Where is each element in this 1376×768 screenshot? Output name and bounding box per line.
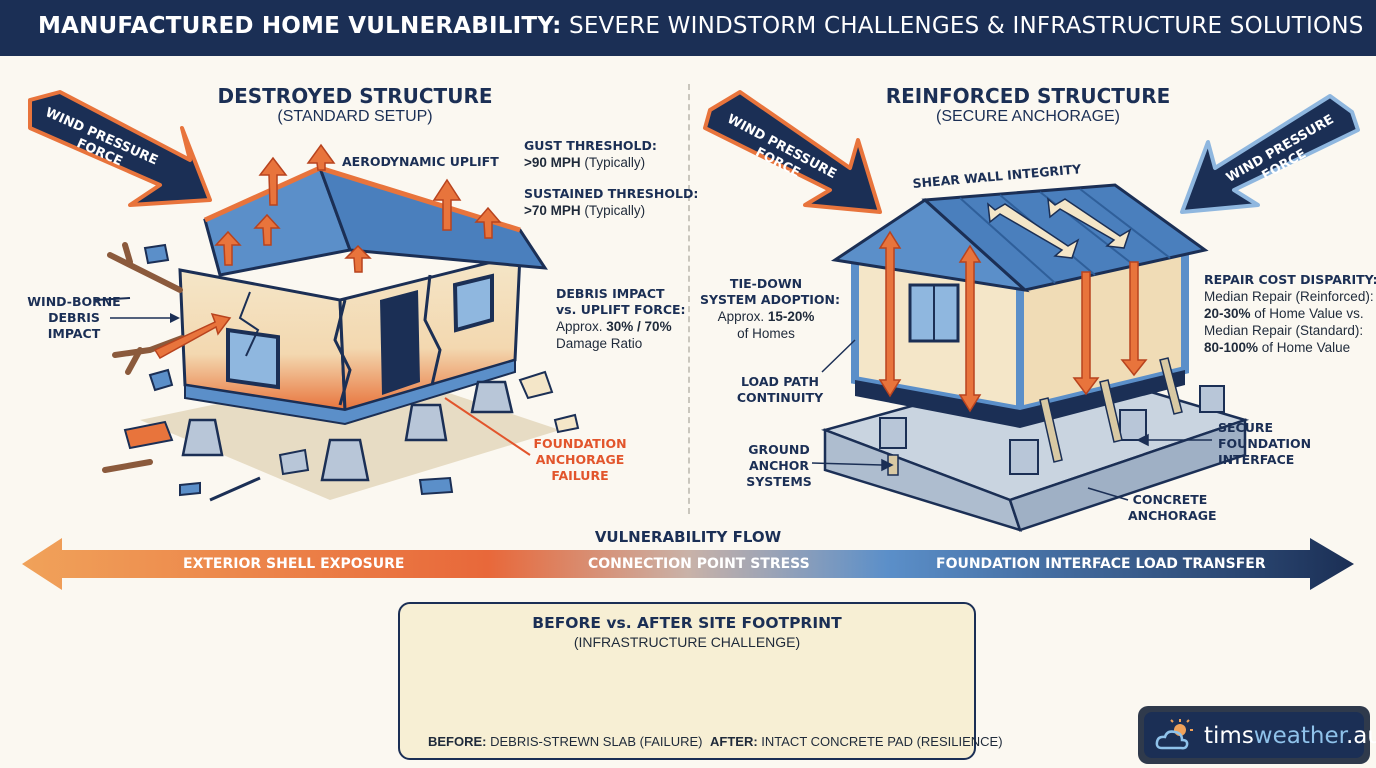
cloud-sun-icon	[1155, 719, 1193, 750]
right-title: REINFORCED STRUCTURE	[885, 84, 1171, 108]
secure-foundation-label: SECURE FOUNDATION INTERFACE	[1218, 420, 1312, 467]
logo-badge: timsweather.au	[1144, 712, 1376, 758]
house-floor-beam	[184, 358, 516, 426]
section-divider	[688, 84, 690, 514]
footprint-subtitle: (INFRASTRUCTURE CHALLENGE)	[573, 634, 801, 650]
vulnerability-flow-arrow	[22, 538, 1354, 590]
side-window	[452, 273, 494, 333]
gust-threshold: GUST THRESHOLD: >90 MPH (Typically)	[524, 138, 657, 170]
foundation-piers	[181, 380, 514, 482]
wind-arrow-right-2: WIND PRESSURE FORCE	[1180, 94, 1360, 214]
after-caption: AFTER: INTACT CONCRETE PAD (RESILIENCE)	[710, 734, 1003, 749]
flow-stage-connection: CONNECTION POINT STRESS	[588, 556, 810, 572]
page-title: MANUFACTURED HOME VULNERABILITY: SEVERE …	[38, 13, 1364, 39]
before-caption: BEFORE: DEBRIS-STREWN SLAB (FAILURE)	[428, 734, 703, 749]
left-title: DESTROYED STRUCTURE	[217, 84, 493, 108]
sustained-threshold: SUSTAINED THRESHOLD: >70 MPH (Typically)	[524, 186, 699, 218]
logo-text: timsweather.au	[1204, 723, 1376, 749]
flow-title: VULNERABILITY FLOW	[594, 528, 782, 546]
debris-impact-arrow	[153, 312, 232, 360]
ground-anchor-label: GROUND ANCHOR SYSTEMS	[746, 442, 812, 489]
flow-stage-foundation: FOUNDATION INTERFACE LOAD TRANSFER	[936, 556, 1266, 572]
wind-arrow-left: WIND PRESSURE FORCE	[28, 90, 212, 207]
uplift-label: AERODYNAMIC UPLIFT	[342, 154, 499, 169]
reinforced-piers	[879, 385, 1225, 475]
repair-cost-disparity: REPAIR COST DISPARITY: Median Repair (Re…	[1204, 272, 1376, 355]
foundation-failure-label: FOUNDATION ANCHORAGE FAILURE	[533, 436, 627, 483]
uplift-arrows	[214, 143, 502, 273]
concrete-anchorage-label: CONCRETE ANCHORAGE	[1128, 492, 1217, 523]
right-subtitle: (SECURE ANCHORAGE)	[935, 108, 1121, 125]
shear-arrows	[987, 197, 1132, 259]
flow-stage-exterior: EXTERIOR SHELL EXPOSURE	[183, 556, 405, 572]
site-footprint-panel: BEFORE vs. AFTER SITE FOOTPRINT (INFRAST…	[398, 602, 1003, 760]
header-bar: MANUFACTURED HOME VULNERABILITY: SEVERE …	[0, 0, 1376, 56]
load-path-arrows	[878, 230, 1148, 413]
left-subtitle: (STANDARD SETUP)	[277, 108, 433, 125]
broken-window	[226, 327, 280, 390]
debris	[94, 243, 580, 502]
debris-vs-uplift: DEBRIS IMPACT vs. UPLIFT FORCE: Approx. …	[556, 286, 686, 351]
tie-down-straps	[887, 357, 1183, 476]
footprint-title: BEFORE vs. AFTER SITE FOOTPRINT	[532, 614, 842, 632]
wind-arrow-right-1: WIND PRESSURE FORCE	[703, 90, 882, 214]
load-path-label: LOAD PATH CONTINUITY	[736, 374, 824, 405]
door-opening	[380, 290, 420, 395]
tie-down-adoption: TIE-DOWN SYSTEM ADOPTION: Approx. 15-20%…	[700, 276, 841, 341]
windborne-debris-label: WIND-BORNE DEBRIS IMPACT	[27, 294, 121, 341]
brand-logo[interactable]: timsweather.au	[1138, 706, 1376, 764]
